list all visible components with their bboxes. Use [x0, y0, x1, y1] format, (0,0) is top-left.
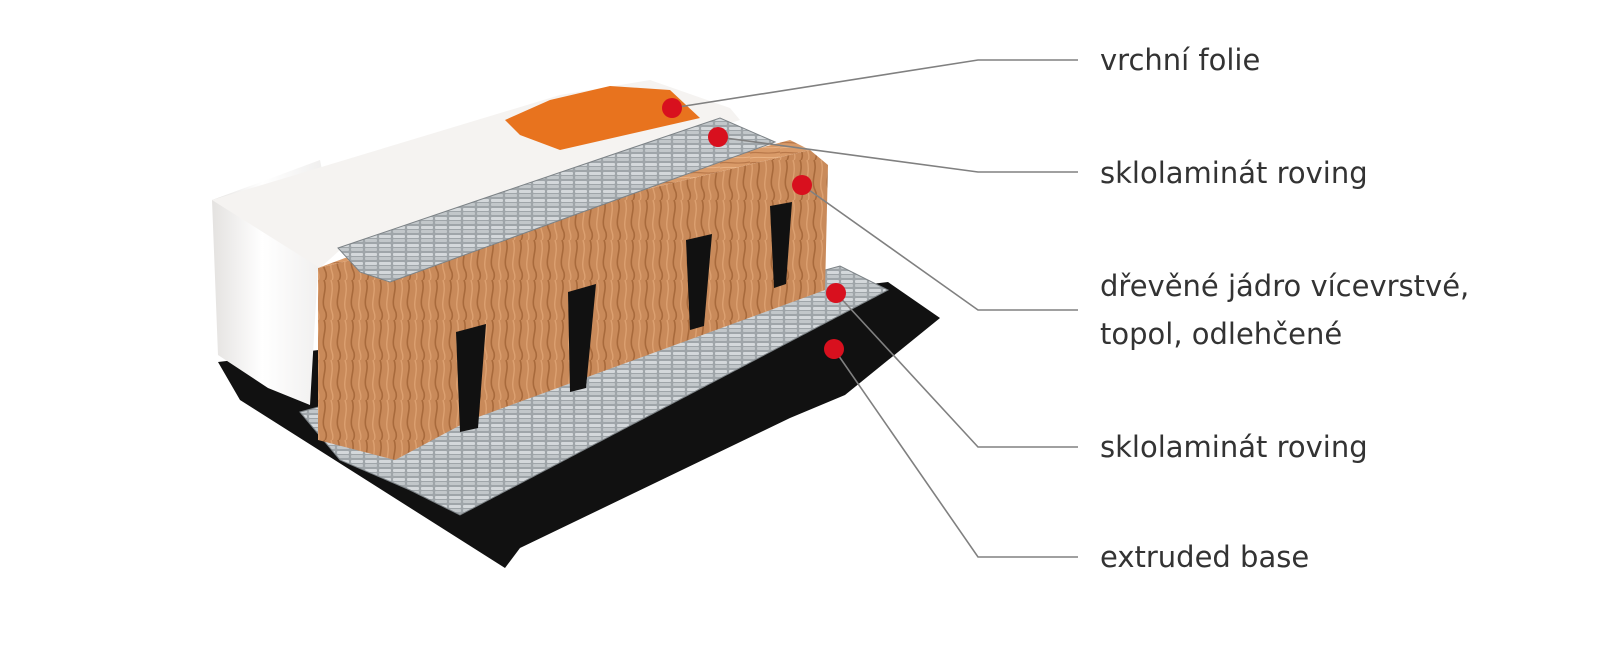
- wood-core-slot: [568, 284, 596, 392]
- marker-fiberglass-top: [708, 127, 728, 147]
- leader-line-base: [833, 348, 1078, 558]
- label-wood-core-line-1: dřevěné jádro vícevrstvé,: [1100, 269, 1469, 303]
- label-fiberglass-bottom: sklolaminát roving: [1100, 430, 1368, 464]
- label-top-foil: vrchní folie: [1100, 43, 1260, 77]
- marker-base: [824, 339, 844, 359]
- wood-core-slot: [770, 202, 792, 288]
- label-fiberglass-top: sklolaminát roving: [1100, 156, 1368, 190]
- wood-core-slot: [686, 234, 712, 330]
- marker-wood-core: [792, 175, 812, 195]
- label-wood-core: dřevěné jádro vícevrstvé, topol, odlehče…: [1100, 269, 1478, 351]
- leader-line-top-foil: [671, 59, 1078, 109]
- top-sheet-graphic: [505, 86, 700, 150]
- label-base: extruded base: [1100, 540, 1309, 574]
- wood-core-slot: [456, 324, 486, 432]
- fiberglass-bottom-layer: [299, 265, 890, 516]
- leader-line-fiberglass-bottom: [835, 292, 1078, 448]
- marker-top-foil: [662, 98, 682, 118]
- fiberglass-top-layer: [337, 117, 777, 283]
- marker-fiberglass-bottom: [826, 283, 846, 303]
- leader-line-wood-core: [801, 184, 1078, 311]
- label-wood-core-line-2: topol, odlehčené: [1100, 317, 1342, 351]
- leader-line-fiberglass-top: [717, 136, 1078, 173]
